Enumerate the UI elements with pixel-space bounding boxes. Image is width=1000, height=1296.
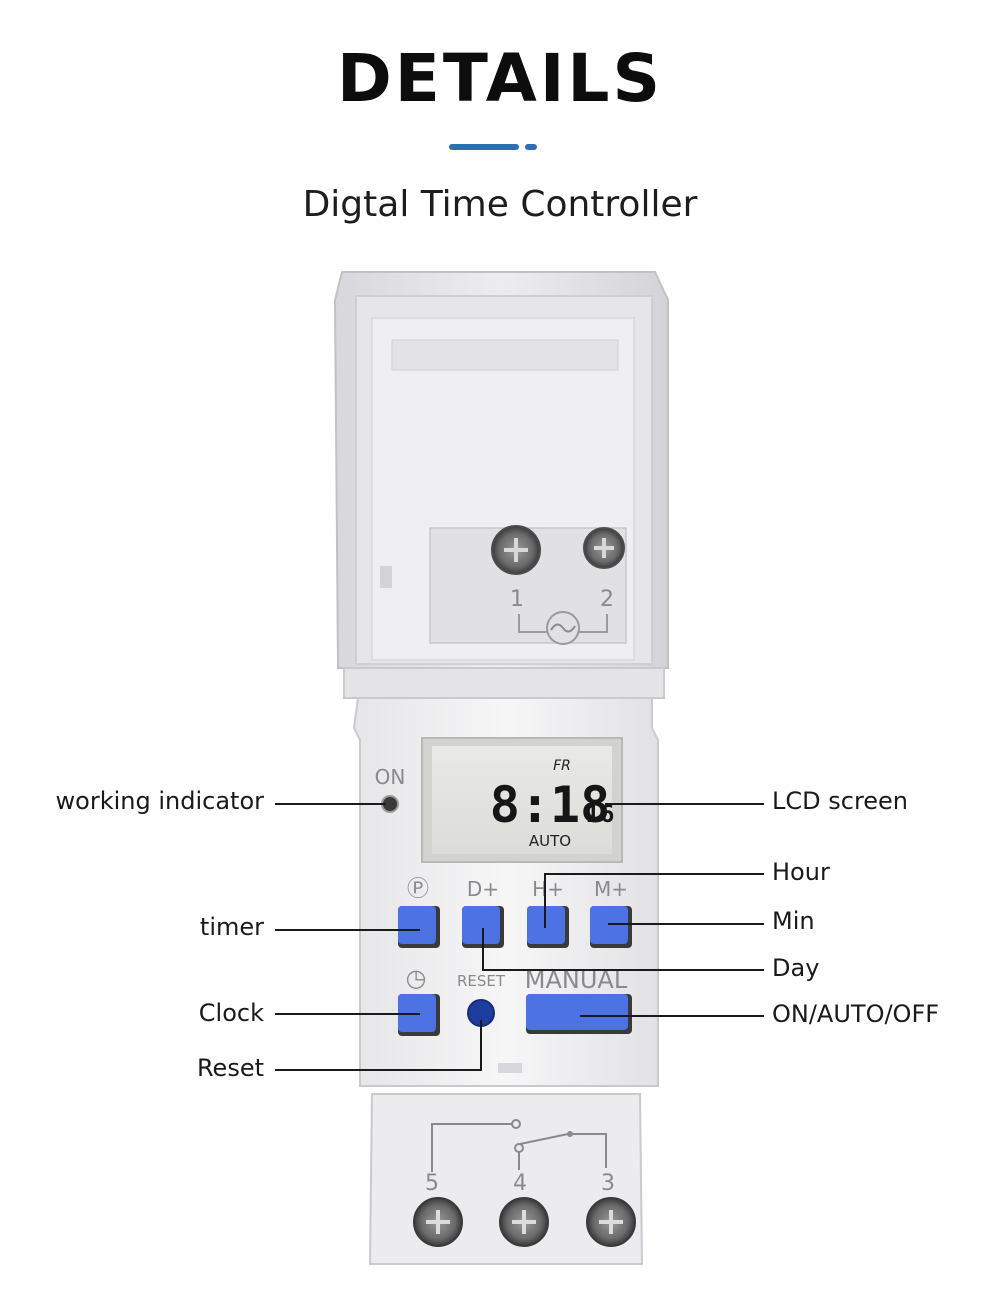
- transparent-lid[interactable]: 1 2: [333, 271, 669, 669]
- lid-terminal-1-label: 1: [510, 587, 524, 612]
- day-plus-button[interactable]: [462, 906, 504, 948]
- terminal-4-label: 4: [513, 1171, 527, 1196]
- min-plus-label: M+: [594, 877, 628, 901]
- lid-hinge: [343, 667, 665, 699]
- reset-button-label: RESET: [457, 972, 506, 990]
- terminal-block: 5 4 3: [368, 1093, 644, 1265]
- hour-plus-button[interactable]: [527, 906, 569, 948]
- callout-lcd-screen: LCD screen: [772, 787, 909, 815]
- callout-day: Day: [772, 954, 820, 982]
- clock-button-label: ◷: [406, 964, 427, 992]
- terminal-3-label: 3: [601, 1171, 615, 1196]
- callout-hour: Hour: [772, 858, 830, 886]
- callout-clock: Clock: [198, 999, 264, 1027]
- callout-reset: Reset: [196, 1054, 264, 1082]
- title-accent-short: [525, 144, 537, 150]
- callout-lines: [275, 803, 764, 1071]
- program-button-label: Ⓟ: [407, 877, 429, 902]
- callout-timer: timer: [199, 913, 264, 941]
- day-plus-label: D+: [467, 877, 499, 901]
- on-indicator-label: ON: [375, 765, 406, 789]
- page-title: DETAILS: [337, 40, 663, 117]
- timer-program-button[interactable]: [398, 906, 440, 948]
- min-plus-button[interactable]: [590, 906, 632, 948]
- lcd-mode: AUTO: [529, 832, 571, 850]
- manual-button[interactable]: [526, 994, 632, 1034]
- terminal-5-label: 5: [425, 1171, 439, 1196]
- callout-min: Min: [772, 907, 815, 935]
- callout-working-indicator: working indicator: [55, 787, 264, 815]
- lcd-screen: FR 8:18 16 AUTO: [421, 737, 623, 863]
- title-accent-long: [449, 144, 519, 150]
- lcd-time: 8:18: [490, 776, 610, 834]
- callout-on-auto-off: ON/AUTO/OFF: [772, 1000, 940, 1028]
- lid-terminal-2-label: 2: [600, 587, 614, 612]
- lcd-day: FR: [553, 758, 571, 774]
- page-subtitle: Digtal Time Controller: [302, 184, 698, 225]
- hour-plus-label: H+: [532, 877, 564, 901]
